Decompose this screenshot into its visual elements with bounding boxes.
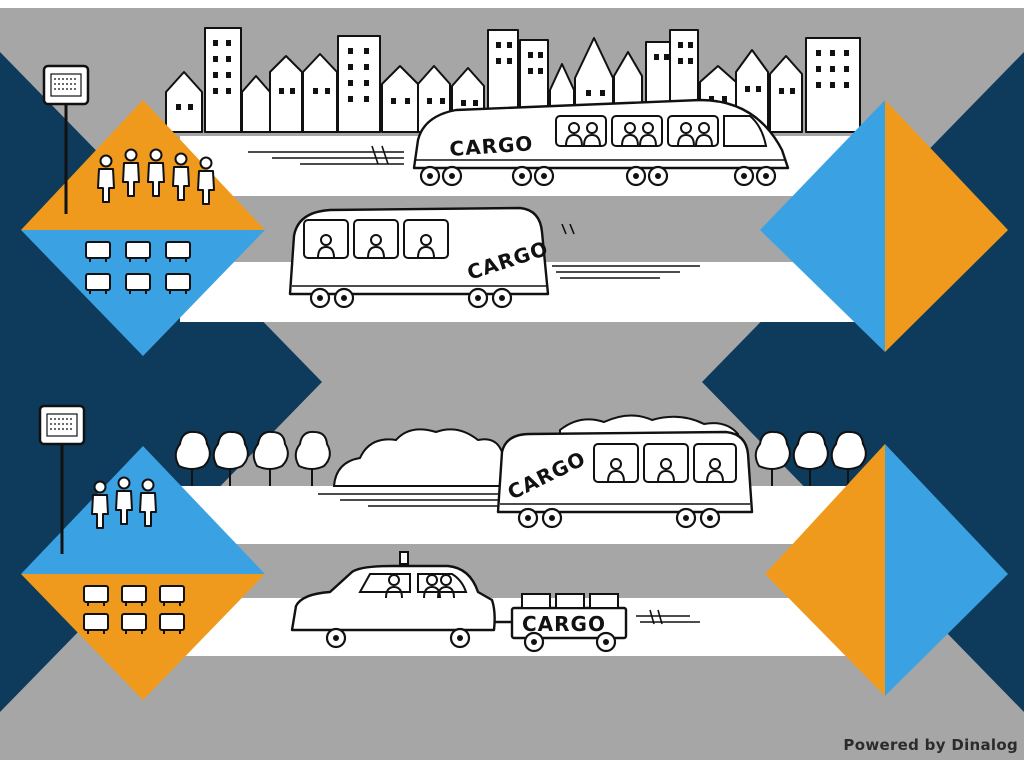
right-diamond-lower	[765, 444, 1008, 696]
cargo-bus-lower: CARGO	[496, 430, 754, 529]
cargo-bus-upper: CARGO	[288, 206, 551, 309]
waiting-passengers-lower	[91, 476, 157, 529]
credit-text: Powered by Dinalog	[843, 736, 1018, 754]
cargo-limousine: CARGO	[412, 98, 790, 187]
city-windows	[176, 40, 849, 110]
taxi-with-cargo-trailer: CARGO	[290, 551, 628, 653]
cargo-label: CARGO	[522, 612, 606, 636]
right-diamond-upper	[760, 100, 1008, 352]
cargo-label: CARGO	[449, 131, 534, 161]
bush-row	[332, 428, 503, 487]
motion-lines	[248, 145, 700, 625]
